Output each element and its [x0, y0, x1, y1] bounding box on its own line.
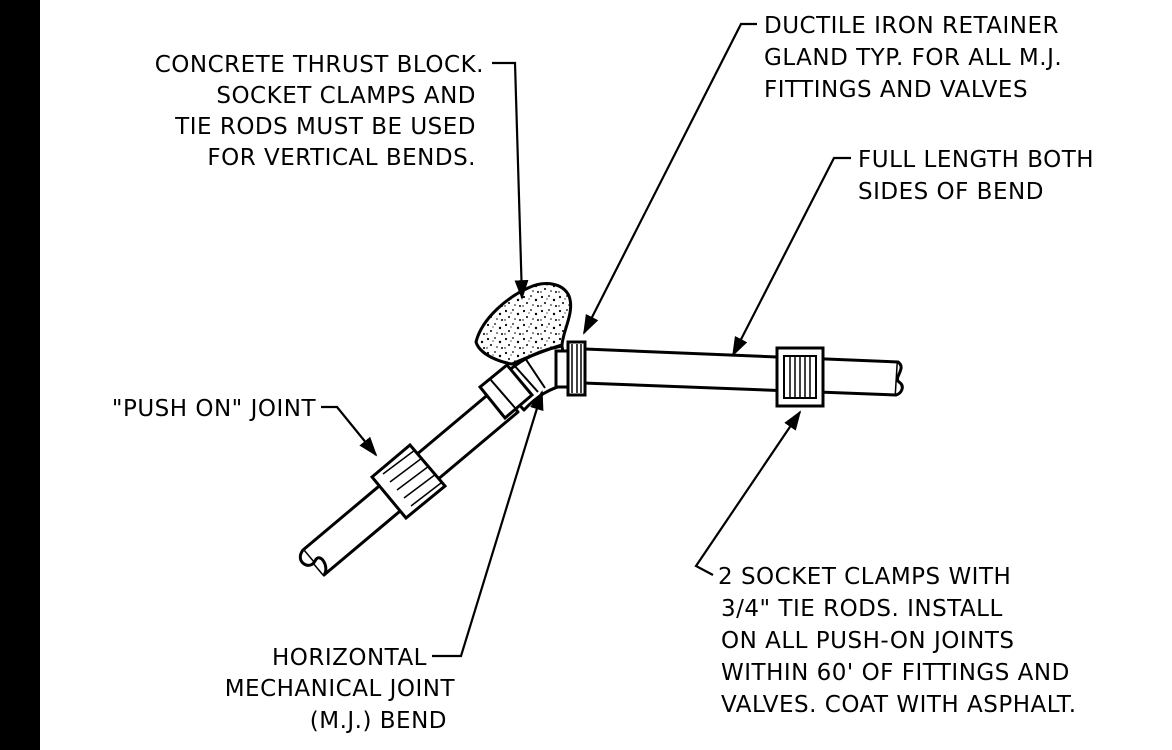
- label-line: FULL LENGTH BOTH: [858, 147, 1094, 173]
- label-line: FITTINGS AND VALVES: [764, 77, 1028, 103]
- label-full-length: FULL LENGTH BOTH SIDES OF BEND: [858, 147, 1094, 205]
- leader-mj-bend: [432, 390, 544, 658]
- label-line: "PUSH ON" JOINT: [112, 396, 317, 422]
- leader-thrust-block: [492, 61, 529, 300]
- label-line: WITHIN 60' OF FITTINGS AND: [721, 660, 1070, 686]
- push-on-joint-clamp: [369, 442, 448, 521]
- label-mj-bend: HORIZONTAL MECHANICAL JOINT (M.J.) BEND: [225, 645, 456, 734]
- label-line: TIE RODS MUST BE USED: [174, 114, 476, 140]
- leader-push-on-joint: [321, 405, 378, 457]
- label-line: SIDES OF BEND: [858, 179, 1044, 205]
- label-line: CONCRETE THRUST BLOCK.: [155, 52, 484, 78]
- label-line: GLAND TYP. FOR ALL M.J.: [764, 45, 1062, 71]
- retainer-gland: [554, 340, 587, 397]
- label-line: HORIZONTAL: [272, 645, 427, 671]
- label-line: SOCKET CLAMPS AND: [216, 83, 476, 109]
- socket-clamp-horizontal: [775, 346, 825, 408]
- label-line: 2 SOCKET CLAMPS WITH: [718, 564, 1011, 590]
- horizontal-pipe: [581, 347, 900, 397]
- label-socket-clamps: 2 SOCKET CLAMPS WITH 3/4" TIE RODS. INST…: [718, 564, 1077, 718]
- leader-retainer-gland: [583, 22, 757, 335]
- label-line: MECHANICAL JOINT: [225, 676, 456, 702]
- label-push-on-joint: "PUSH ON" JOINT: [112, 396, 317, 422]
- leader-socket-clamps: [694, 410, 802, 576]
- label-line: (M.J.) BEND: [310, 708, 447, 734]
- label-retainer-gland: DUCTILE IRON RETAINER GLAND TYP. FOR ALL…: [764, 13, 1062, 103]
- leader-lines: [321, 22, 851, 658]
- left-border-bar: [0, 0, 40, 750]
- label-line: FOR VERTICAL BENDS.: [207, 145, 476, 171]
- label-line: 3/4" TIE RODS. INSTALL: [721, 596, 1003, 622]
- horizontal-pipe-break: [895, 360, 904, 397]
- leader-full-length: [732, 156, 851, 357]
- diagonal-pipe-break: [298, 549, 328, 576]
- label-line: ON ALL PUSH-ON JOINTS: [721, 628, 1014, 654]
- label-thrust-block: CONCRETE THRUST BLOCK. SOCKET CLAMPS AND…: [155, 52, 484, 171]
- label-line: VALVES. COAT WITH ASPHALT.: [721, 692, 1077, 718]
- label-line: DUCTILE IRON RETAINER: [764, 13, 1059, 39]
